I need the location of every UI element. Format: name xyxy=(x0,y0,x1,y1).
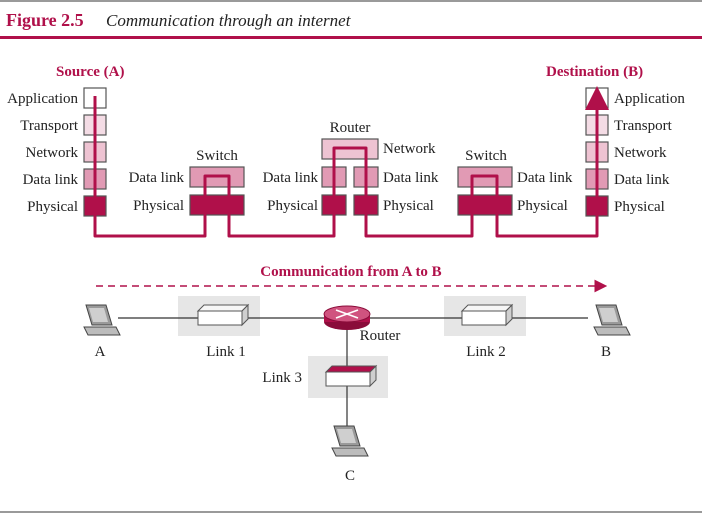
figure-number: Figure 2.5 xyxy=(6,10,84,30)
switch1-physical-label: Physical xyxy=(133,198,184,214)
laptop-b-icon xyxy=(593,304,631,336)
laptop-a-icon xyxy=(83,304,121,336)
source-title: Source (A) xyxy=(56,64,124,80)
laptop-c-icon xyxy=(331,425,369,457)
source-layer-labels: Application Transport Network Data link … xyxy=(7,91,79,215)
bottom-rule xyxy=(0,511,702,513)
figure-caption: Communication through an internet xyxy=(106,11,351,30)
source-layer-network: Network xyxy=(26,145,79,161)
router-datalink-left-label: Data link xyxy=(263,170,319,186)
dest-layer-datalink: Data link xyxy=(614,172,670,188)
host-a-label: A xyxy=(95,344,106,360)
router-physical-left-label: Physical xyxy=(267,198,318,214)
switch2-physical-box xyxy=(457,194,513,216)
source-layer-physical: Physical xyxy=(27,199,78,215)
data-path-line xyxy=(93,86,609,238)
header-rule xyxy=(0,36,702,39)
link3-switch-icon xyxy=(324,364,378,388)
router-network-label: Network xyxy=(383,141,436,157)
switch1-physical-box xyxy=(189,194,245,216)
dest-layer-application: Application xyxy=(614,91,685,107)
host-c-label: C xyxy=(345,468,355,484)
destination-layer-labels: Application Transport Network Data link … xyxy=(614,91,685,215)
source-layer-application: Application xyxy=(7,91,78,107)
flow-label: Communication from A to B xyxy=(260,264,441,280)
router-physical-right-label: Physical xyxy=(383,198,434,214)
switch2-title: Switch xyxy=(465,148,507,164)
dest-layer-network: Network xyxy=(614,145,667,161)
source-layer-transport: Transport xyxy=(20,118,79,134)
switch2-physical-label: Physical xyxy=(517,198,568,214)
router-datalink-right-label: Data link xyxy=(383,170,439,186)
destination-title: Destination (B) xyxy=(546,64,643,80)
host-b-label: B xyxy=(601,344,611,360)
router-label: Router xyxy=(360,328,401,344)
top-rule xyxy=(0,0,702,2)
link3-label: Link 3 xyxy=(262,370,302,386)
link1-switch-icon xyxy=(196,303,250,327)
dest-layer-transport: Transport xyxy=(614,118,673,134)
dest-layer-physical: Physical xyxy=(614,199,665,215)
source-layer-datalink: Data link xyxy=(23,172,79,188)
switch1-datalink-label: Data link xyxy=(129,170,185,186)
switch1-title: Switch xyxy=(196,148,238,164)
router-title: Router xyxy=(330,120,371,136)
switch2-datalink-label: Data link xyxy=(517,170,573,186)
figure-header: Figure 2.5 Communication through an inte… xyxy=(0,6,702,32)
router-icon xyxy=(323,305,371,330)
link1-label: Link 1 xyxy=(206,344,246,360)
link2-label: Link 2 xyxy=(466,344,506,360)
link2-switch-icon xyxy=(460,303,514,327)
